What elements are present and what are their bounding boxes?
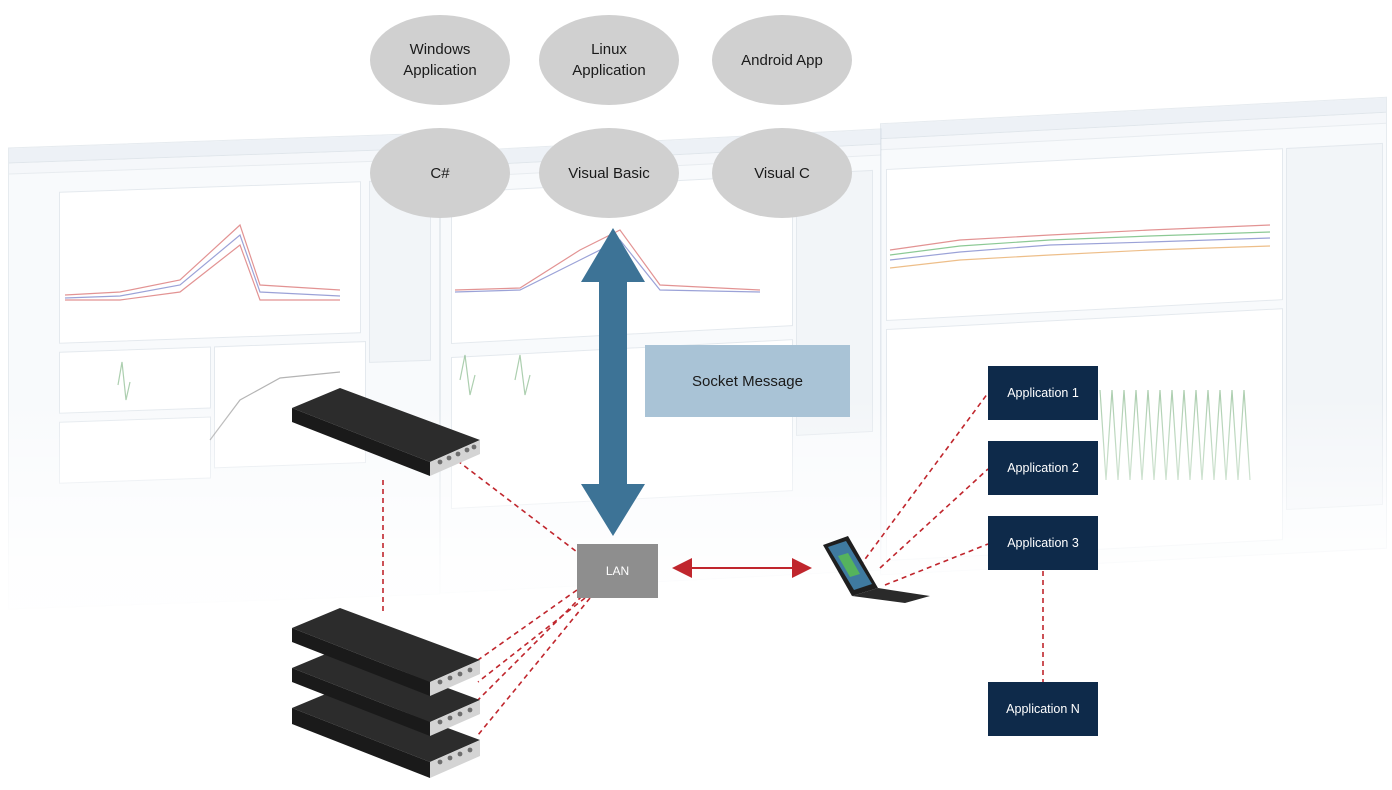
application-n-box: Application N bbox=[988, 682, 1098, 736]
language-visual-c: Visual C bbox=[712, 128, 852, 218]
network-dashed-links bbox=[382, 392, 1044, 736]
application-1-box: Application 1 bbox=[988, 366, 1098, 420]
socket-message-box: Socket Message bbox=[645, 345, 850, 417]
daq-device-stack bbox=[292, 608, 480, 778]
laptop-icon bbox=[823, 536, 930, 603]
platform-windows-application: Windows Application bbox=[370, 15, 510, 105]
lan-box: LAN bbox=[577, 544, 658, 598]
platform-linux-application: Linux Application bbox=[539, 15, 679, 105]
language-csharp: C# bbox=[370, 128, 510, 218]
daq-device-single bbox=[292, 388, 480, 476]
language-visual-basic: Visual Basic bbox=[539, 128, 679, 218]
application-3-box: Application 3 bbox=[988, 516, 1098, 570]
application-2-box: Application 2 bbox=[988, 441, 1098, 495]
platform-android-app: Android App bbox=[712, 15, 852, 105]
socket-double-arrow bbox=[581, 228, 645, 536]
